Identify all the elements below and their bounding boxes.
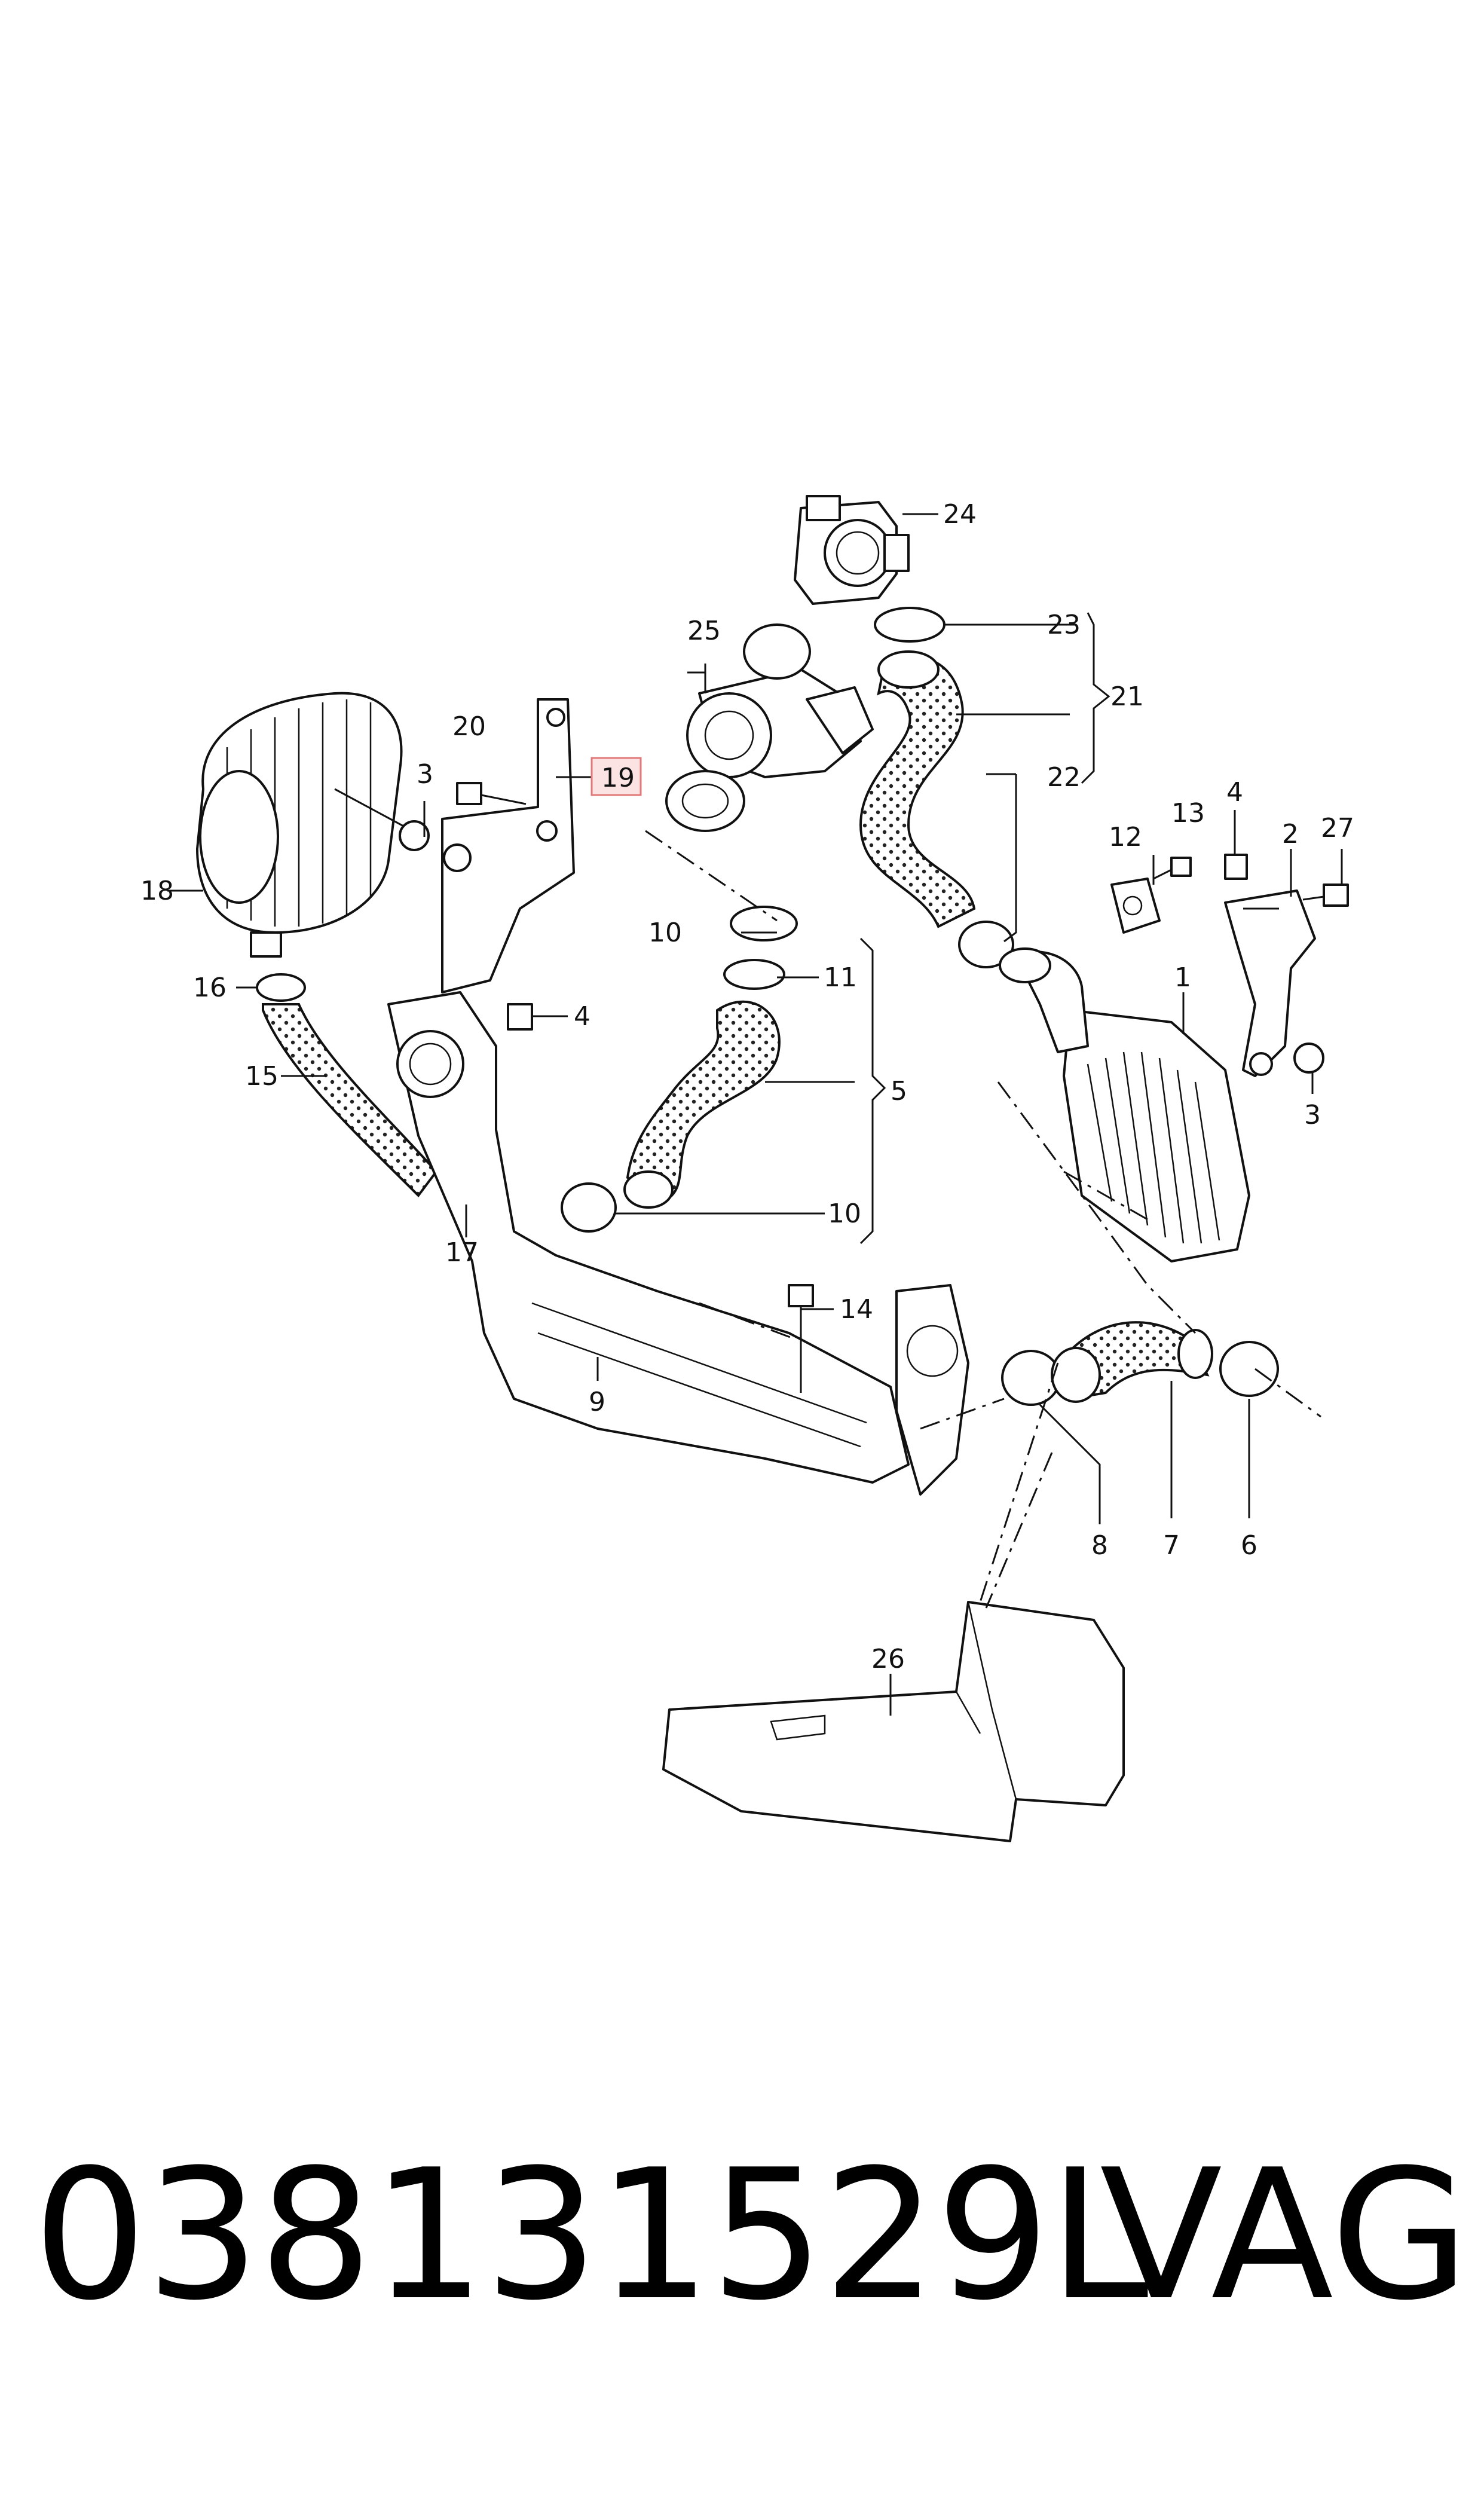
o-ring-part xyxy=(723,959,785,990)
rubber-mount-part xyxy=(1293,1043,1324,1074)
charge-air-pipe-part xyxy=(387,991,969,1496)
bracket-part xyxy=(1224,889,1316,1077)
callout-25[interactable]: 25 xyxy=(687,616,721,646)
brand-label: VAG xyxy=(1100,2131,1470,2340)
callout-9[interactable]: 9 xyxy=(589,1387,605,1417)
callout-26[interactable]: 26 xyxy=(871,1644,905,1674)
callout-24[interactable]: 24 xyxy=(943,499,977,530)
callout-19[interactable]: 19 xyxy=(601,763,635,793)
callout-13[interactable]: 13 xyxy=(1171,798,1205,829)
charge-air-hose-upper xyxy=(859,656,976,928)
callout-15[interactable]: 15 xyxy=(245,1061,279,1092)
nut-part xyxy=(1224,854,1248,880)
callout-20[interactable]: 20 xyxy=(452,711,486,742)
part-number: 038131529L xyxy=(33,2131,1149,2340)
screw-part xyxy=(1153,857,1192,880)
resonator-part xyxy=(196,692,413,958)
bolt-part xyxy=(456,782,527,805)
callout-8[interactable]: 8 xyxy=(1091,1530,1108,1561)
hose-clamp-part xyxy=(561,1182,617,1233)
callout-22[interactable]: 22 xyxy=(1047,762,1081,793)
callout-6[interactable]: 6 xyxy=(1241,1530,1257,1561)
callout-7[interactable]: 7 xyxy=(1163,1530,1180,1561)
intercooler-part xyxy=(999,947,1250,1262)
callout-3[interactable]: 3 xyxy=(1304,1100,1321,1130)
callout-23[interactable]: 23 xyxy=(1047,610,1081,640)
hose-part xyxy=(626,1000,781,1203)
hose-part xyxy=(262,1003,438,1198)
pressure-sensor-part xyxy=(1110,878,1161,934)
callout-18[interactable]: 18 xyxy=(140,876,174,906)
throttle-body-part xyxy=(794,495,910,605)
parts-diagram: 24 23 21 22 25 20 3 18 16 15 17 9 4 10 1… xyxy=(140,495,1354,1842)
callout-4[interactable]: 4 xyxy=(1226,777,1243,808)
callout-27[interactable]: 27 xyxy=(1321,813,1354,843)
callout-3[interactable]: 3 xyxy=(417,759,433,790)
nut-part xyxy=(507,1003,533,1031)
callout-12[interactable]: 12 xyxy=(1109,822,1142,852)
callout-19-highlight[interactable]: 19 xyxy=(590,757,642,796)
callout-16[interactable]: 16 xyxy=(193,973,227,1003)
bolt-part xyxy=(1302,883,1349,907)
rubber-mount-part xyxy=(399,820,430,851)
callout-4[interactable]: 4 xyxy=(574,1001,590,1032)
bolt-part xyxy=(788,1284,814,1393)
air-duct-part xyxy=(662,1601,1125,1842)
callout-10[interactable]: 10 xyxy=(828,1199,861,1229)
callout-11[interactable]: 11 xyxy=(824,962,857,993)
callout-14[interactable]: 14 xyxy=(840,1294,873,1325)
callout-21[interactable]: 21 xyxy=(1110,681,1144,712)
hose-clamp-part xyxy=(256,973,306,1002)
bracket-part xyxy=(441,698,575,993)
egr-valve-part xyxy=(665,623,874,832)
footer: 038131529L VAG xyxy=(0,2146,1484,2421)
callout-17[interactable]: 17 xyxy=(445,1237,479,1268)
callout-2[interactable]: 2 xyxy=(1282,819,1299,849)
callout-1[interactable]: 1 xyxy=(1174,962,1191,993)
hose-clamp-part xyxy=(1219,1341,1279,1397)
callout-5[interactable]: 5 xyxy=(891,1076,907,1106)
hose-clamp-part xyxy=(958,921,1014,968)
o-ring-part xyxy=(874,607,946,643)
callout-10[interactable]: 10 xyxy=(648,918,682,948)
